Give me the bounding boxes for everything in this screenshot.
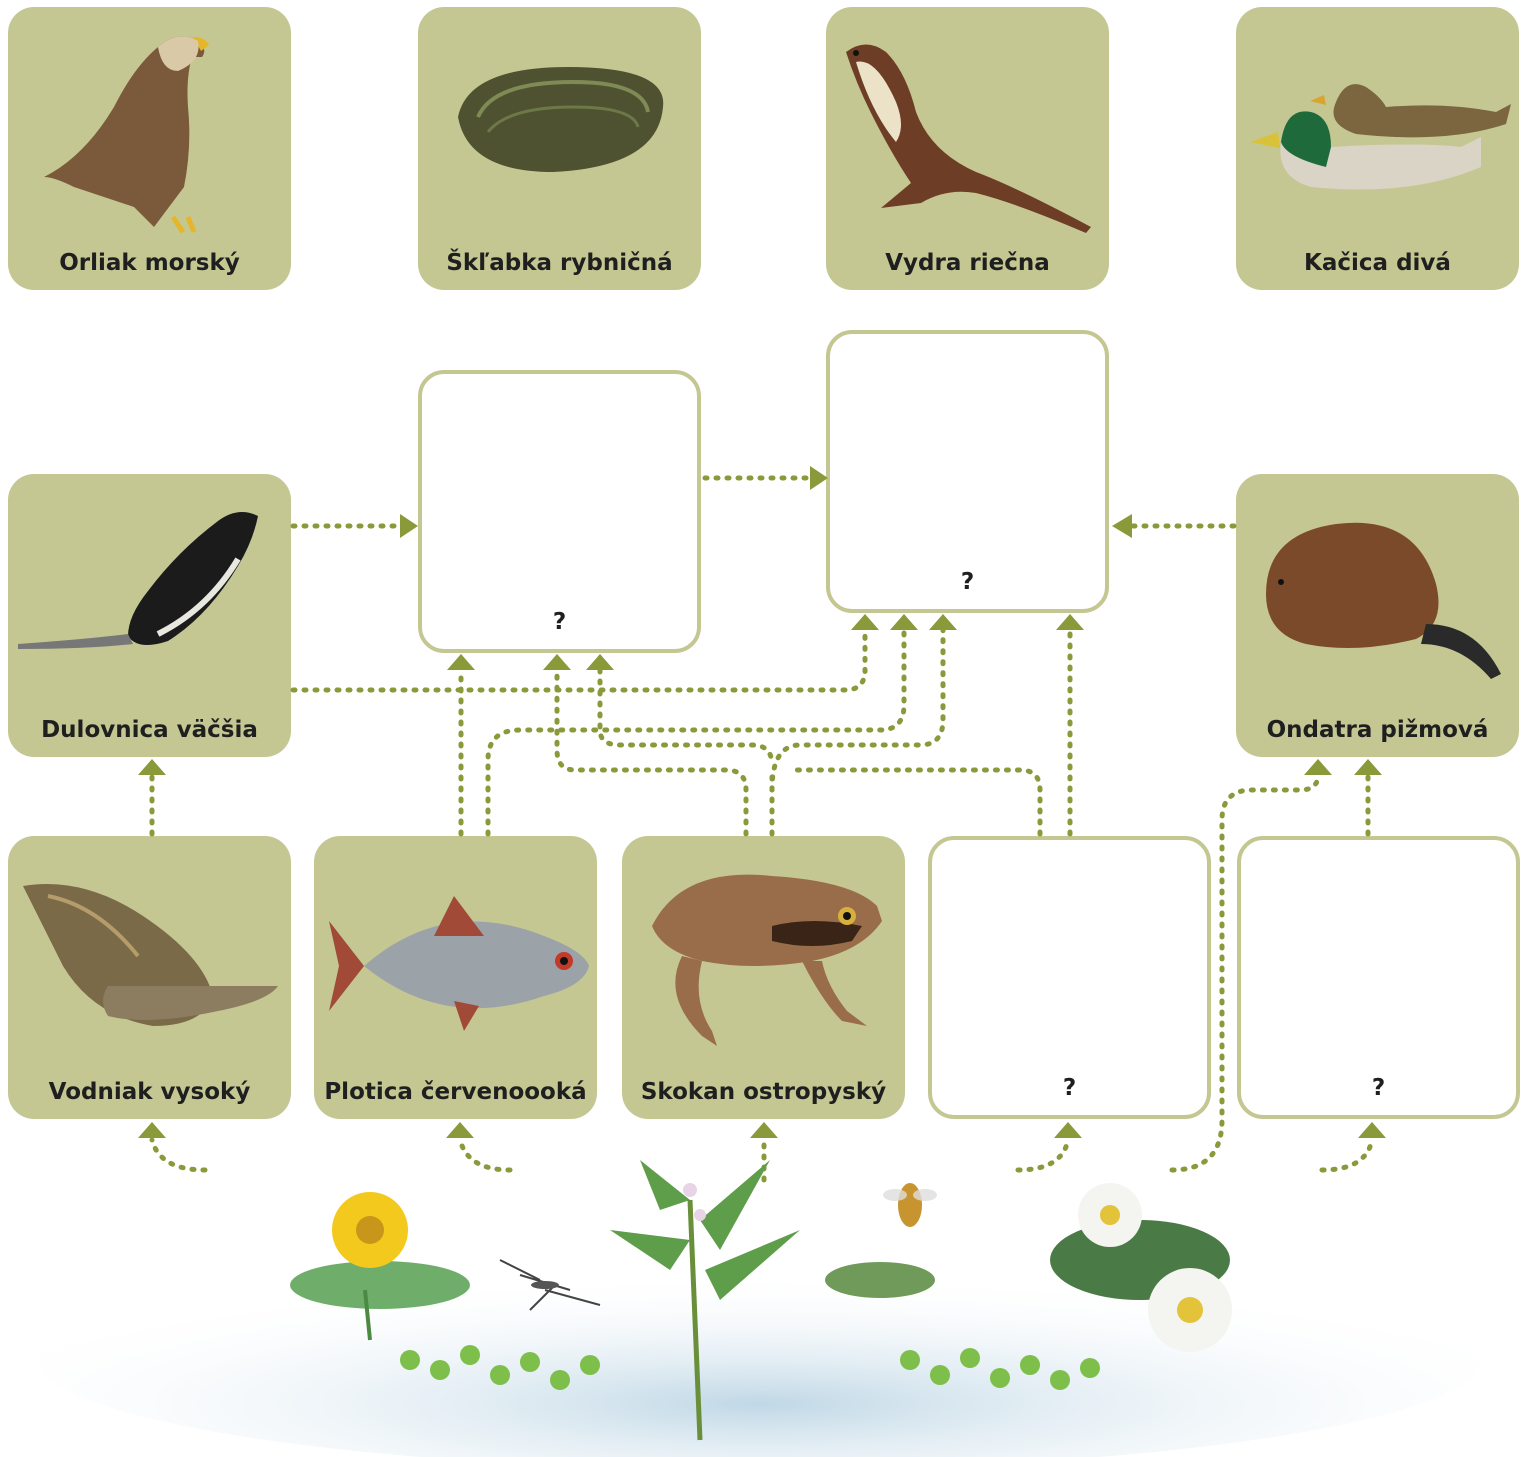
- arrow-skokan-to-box2: [772, 630, 943, 790]
- arrow-plotica-to-box2: [488, 630, 904, 834]
- arrow-plants-to-ondatra: [1172, 775, 1318, 1170]
- hoverfly-icon: [883, 1183, 937, 1227]
- arrow-skokan-to-box1-b: [600, 670, 772, 765]
- arrow-skokan-to-box1-a: [557, 670, 746, 834]
- arrow-dulovnica-to-box2: [293, 630, 865, 690]
- pond-scene: [0, 1140, 1525, 1457]
- arrow-box3-to-skokan: [790, 770, 1040, 834]
